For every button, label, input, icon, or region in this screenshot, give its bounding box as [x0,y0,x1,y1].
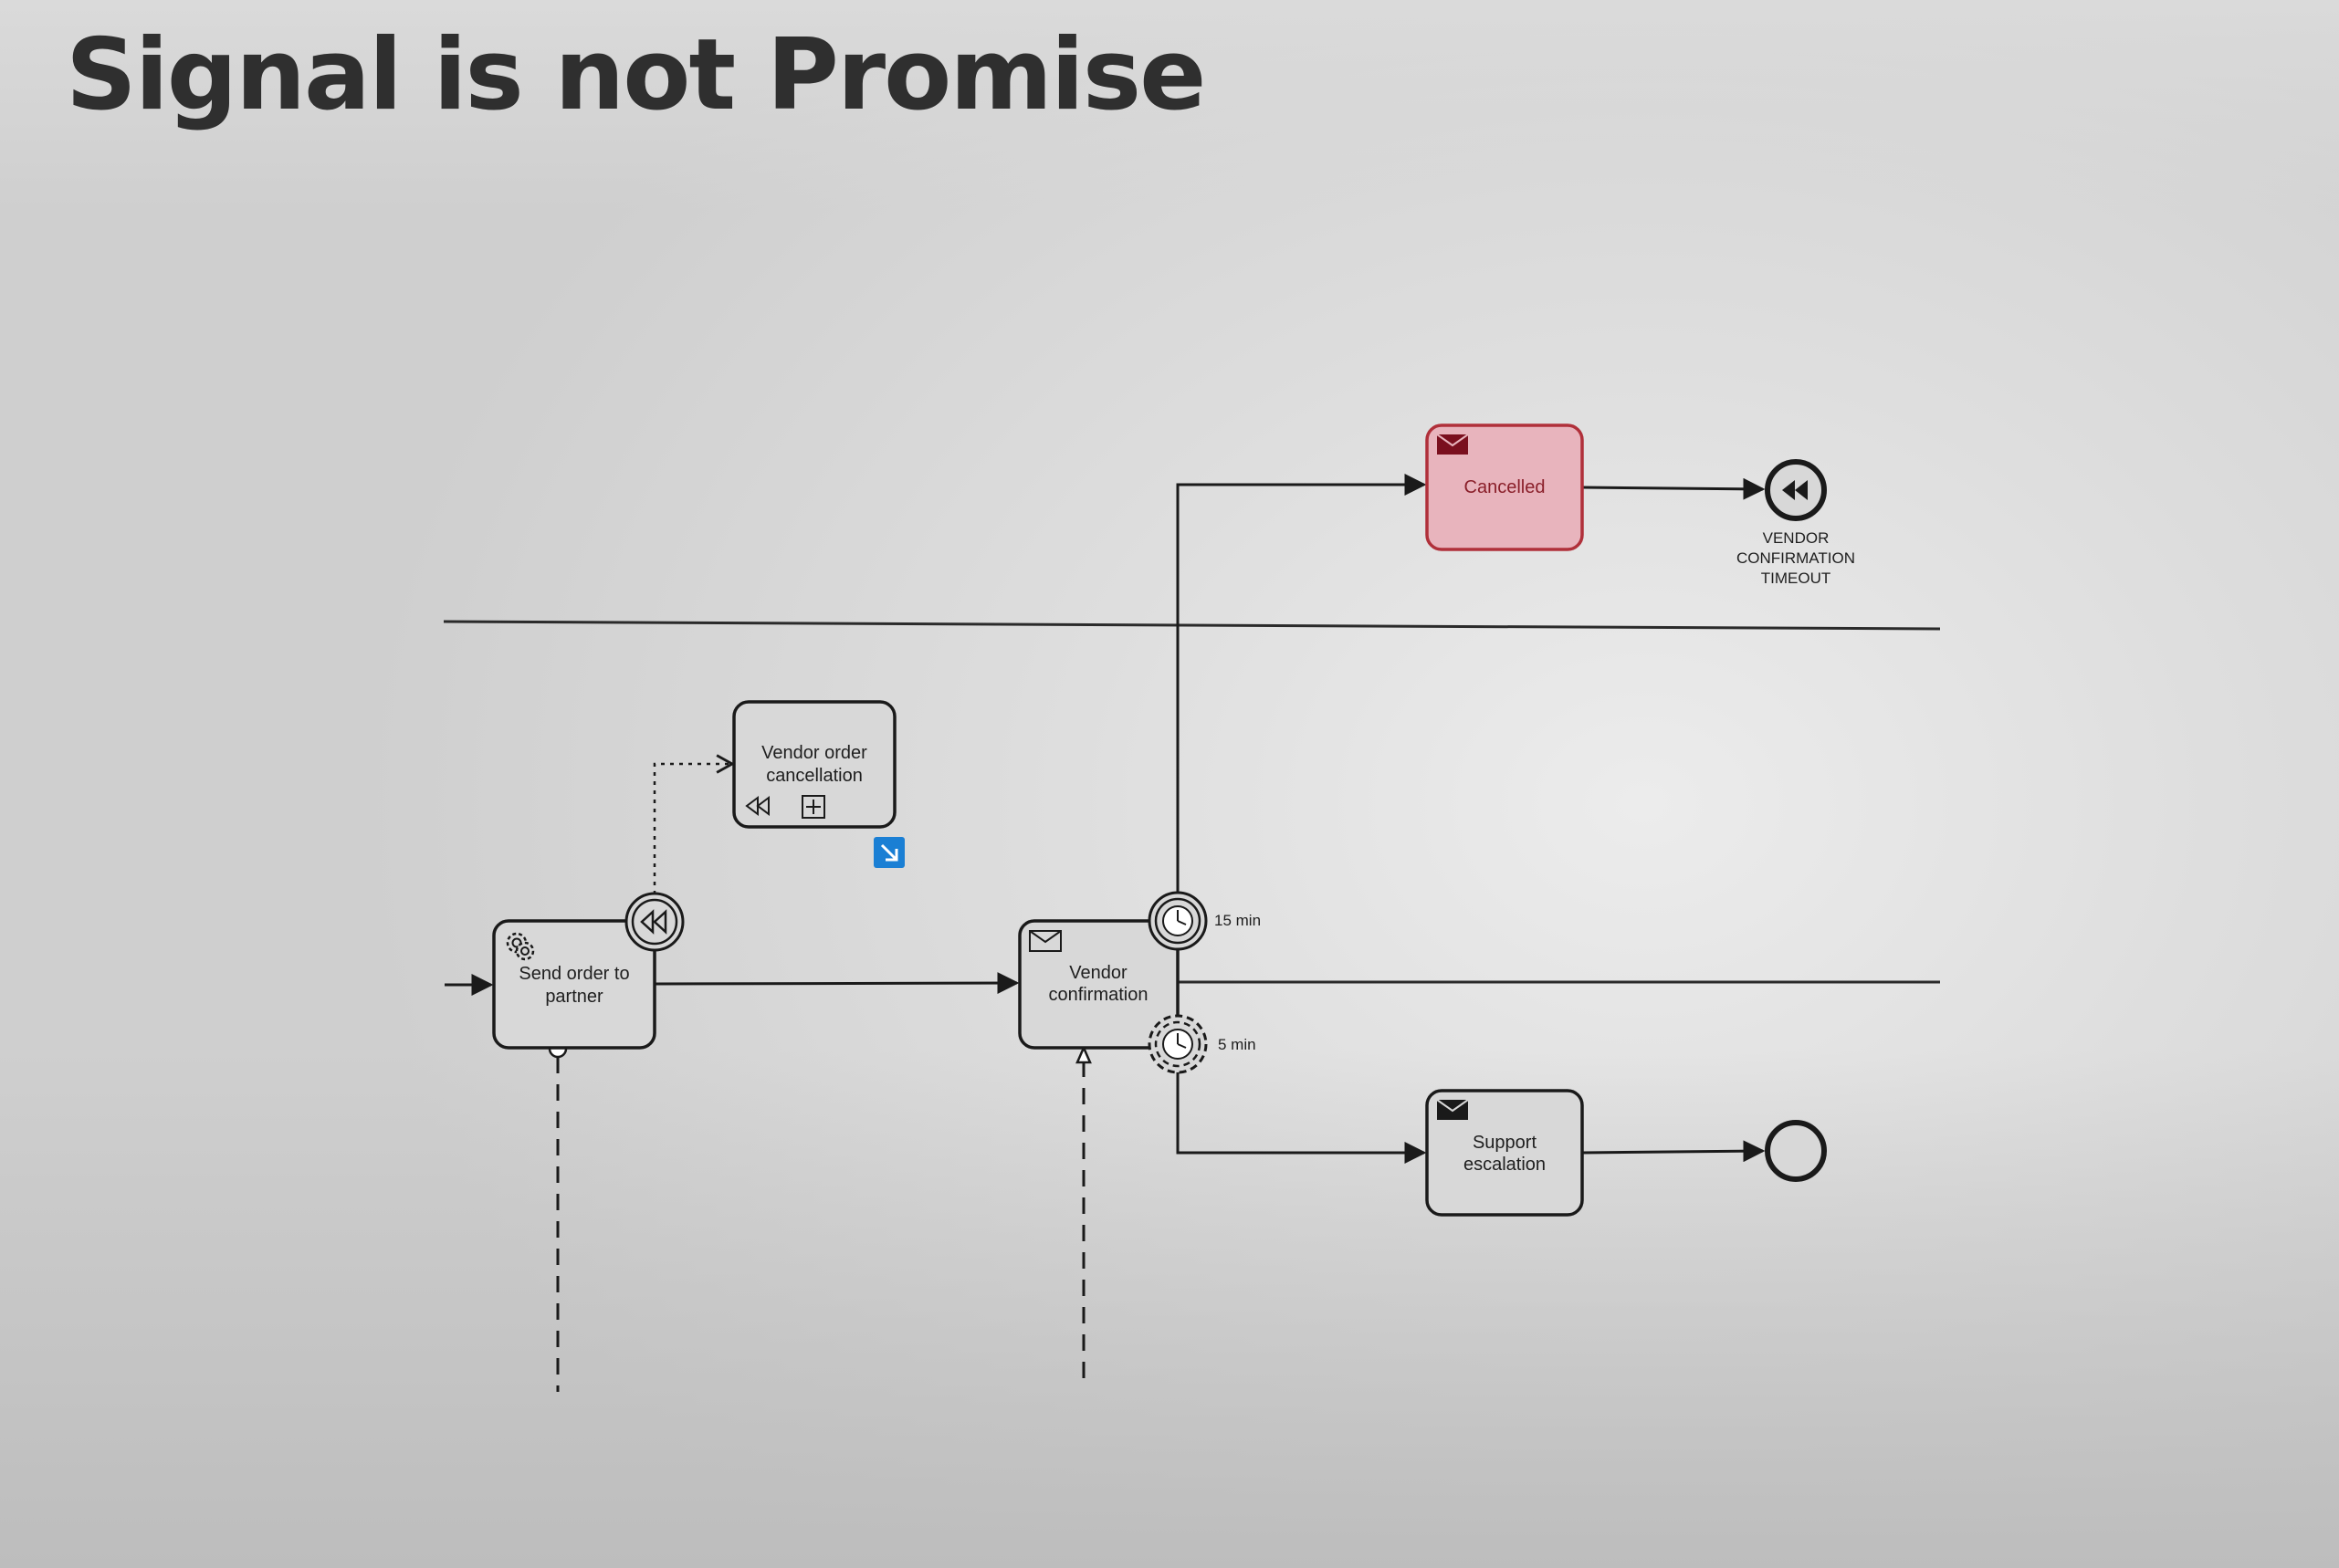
end-event-label-line1: VENDOR [1763,529,1830,547]
task-label-line1: Send order to [519,964,629,984]
task-label-line1: Support [1473,1133,1537,1153]
subprocess-marker-icon [802,795,825,819]
task-shape [492,919,656,1050]
compensation-boundary-event[interactable] [624,892,685,952]
end-event-label-line2: CONFIRMATION [1736,549,1855,567]
lane-separator-top [443,620,1941,631]
slide-title: Signal is not Promise [66,18,1206,132]
flow-send-to-vendor-confirmation [654,972,1020,995]
compensation-association [653,754,735,894]
task-label-line1: Vendor [1069,963,1128,983]
task-send-order-to-partner[interactable]: Send order to partner [492,919,656,1050]
clock-icon [1162,1029,1193,1060]
task-support-escalation[interactable]: Support escalation [1425,1089,1584,1217]
drill-down-icon[interactable] [874,837,905,868]
task-label-line1: Vendor order [761,743,867,763]
background-bottom-shade [0,1050,2339,1568]
task-label: Cancelled [1464,477,1546,497]
timer-boundary-event-non-interrupting[interactable]: 5 min [1148,1014,1256,1074]
task-shape [732,700,897,829]
compensation-marker-icon [745,796,770,816]
gear-icon [506,932,535,961]
task-shape [1425,1089,1584,1217]
task-label-line2: confirmation [1049,985,1149,1005]
background-top-shade [0,0,2339,210]
filled-envelope-icon [1436,434,1469,455]
flow-cancelled-to-end [1581,477,1766,500]
timer-boundary-event-interrupting[interactable]: 15 min [1148,891,1261,951]
task-vendor-confirmation[interactable]: Vendor confirmation [1018,919,1180,1050]
clock-icon [1162,905,1193,936]
envelope-icon [1029,930,1062,952]
task-shape [1018,919,1180,1050]
filled-envelope-icon [1436,1099,1469,1120]
flow-timer-to-support [1176,1071,1427,1164]
flow-timer-to-cancelled [1176,474,1427,897]
task-label-line2: cancellation [766,766,863,786]
task-cancelled[interactable]: Cancelled [1425,423,1584,551]
task-shape [1425,423,1584,551]
end-event-compensation[interactable]: VENDOR CONFIRMATION TIMEOUT [1736,459,1855,587]
end-event-plain[interactable] [1765,1120,1827,1182]
task-label-line2: escalation [1463,1155,1546,1175]
rewind-filled-icon [1782,480,1808,500]
task-vendor-order-cancellation[interactable]: Vendor order cancellation [732,700,897,829]
message-flow-arrowhead [1075,1044,1092,1064]
end-event-label-line3: TIMEOUT [1761,570,1831,587]
timer-label: 5 min [1218,1036,1256,1053]
flow-support-to-end [1581,1140,1766,1163]
task-label-line2: partner [545,987,603,1007]
timer-label: 15 min [1214,912,1261,929]
rewind-icon [640,909,667,935]
